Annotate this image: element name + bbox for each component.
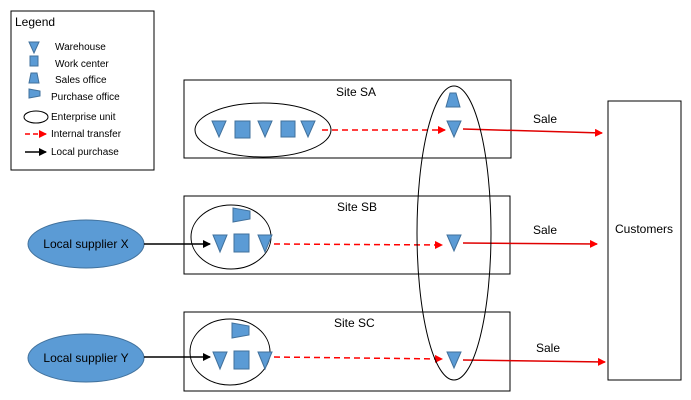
site-sa-enterprise-unit — [194, 102, 332, 158]
site-sb: Site SB Sale — [183, 195, 598, 275]
warehouse-icon — [28, 41, 40, 55]
customers-label: Customers — [615, 222, 673, 236]
sale-label: Sale — [533, 223, 557, 237]
warehouse-icon — [257, 351, 273, 371]
work-center-icon — [29, 55, 39, 67]
sale-label: Sale — [536, 341, 560, 355]
site-sa-box — [183, 79, 512, 159]
legend-item-internal-transfer: Internal transfer — [51, 129, 122, 140]
site-sc: Site SC Sale — [183, 311, 606, 392]
warehouse-icon — [257, 120, 273, 139]
sale-label: Sale — [533, 112, 557, 126]
sales-office-icon — [445, 92, 461, 108]
site-sc-box — [183, 311, 511, 392]
internal-transfer-arrow — [273, 354, 443, 363]
purchase-office-icon — [232, 207, 251, 223]
sale-arrow — [462, 357, 606, 366]
work-center-icon — [233, 233, 250, 253]
sale-arrow — [462, 239, 598, 248]
supplier-x-label: Local supplier X — [43, 237, 128, 251]
supplier-y-node — [27, 333, 145, 383]
legend-item-local-purchase: Local purchase — [51, 147, 119, 158]
legend-item-work-center: Work center — [55, 59, 109, 70]
enterprise-unit-icon — [23, 110, 49, 124]
purchase-office-icon — [231, 322, 250, 339]
warehouse-icon — [257, 234, 273, 254]
warehouse-icon — [212, 351, 228, 371]
purchase-office-icon — [28, 88, 41, 99]
warehouse-icon — [212, 234, 228, 254]
supplier-y: Local supplier Y — [27, 333, 211, 383]
warehouse-icon — [446, 234, 462, 253]
warehouse-icon — [211, 120, 227, 139]
legend-item-purchase-office: Purchase office — [51, 92, 120, 103]
legend-item-warehouse: Warehouse — [55, 42, 106, 53]
supplier-x: Local supplier X — [27, 219, 211, 269]
internal-transfer-arrow — [273, 240, 443, 249]
customers-box — [607, 100, 682, 381]
site-sb-label: Site SB — [337, 200, 377, 214]
site-sa-label: Site SA — [336, 85, 376, 99]
site-sb-box — [183, 195, 511, 275]
legend: Legend Warehouse Work center Sales offic… — [10, 10, 155, 171]
warehouse-icon — [446, 120, 462, 139]
supplier-y-label: Local supplier Y — [43, 351, 128, 365]
shared-enterprise-unit — [416, 85, 492, 381]
work-center-icon — [234, 120, 251, 139]
sales-office-icon — [28, 72, 40, 84]
warehouse-icon — [446, 351, 462, 370]
customers: Customers — [607, 100, 682, 381]
work-center-icon — [280, 120, 296, 138]
work-center-icon — [233, 350, 250, 370]
warehouse-icon — [300, 120, 316, 139]
legend-item-enterprise-unit: Enterprise unit — [51, 112, 116, 123]
site-sa: Site SA Sale — [183, 79, 603, 159]
site-sc-label: Site SC — [334, 316, 375, 330]
legend-item-sales-office: Sales office — [55, 75, 107, 86]
sale-arrow — [462, 128, 603, 137]
legend-title: Legend — [15, 15, 55, 29]
